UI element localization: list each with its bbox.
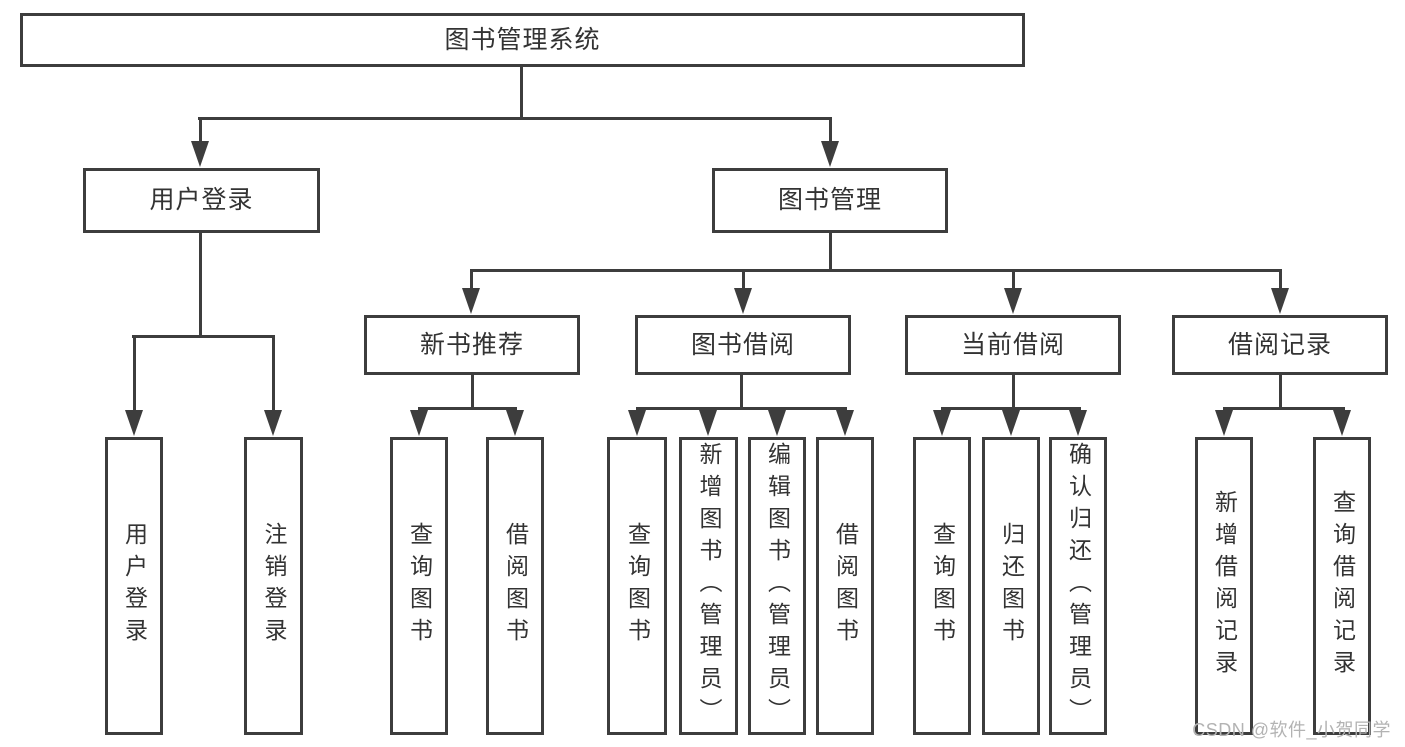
connector-line [1279, 375, 1282, 410]
connector-line [272, 336, 275, 412]
node-label: 借阅记录 [1227, 330, 1332, 359]
leaf-current-confirm-return-admin: 确认归还（管理员） [1049, 437, 1107, 735]
arrowhead-icon [821, 141, 839, 167]
leaf-newbook-borrow-books: 借阅图书 [486, 437, 544, 735]
leaf-borrow-query-books: 查询图书 [607, 437, 667, 735]
arrowhead-icon [1069, 410, 1087, 436]
arrowhead-icon [699, 410, 717, 436]
leaf-records-query-record: 查询借阅记录 [1313, 437, 1371, 735]
leaf-borrow-borrow-books: 借阅图书 [816, 437, 874, 735]
arrowhead-icon [1333, 410, 1351, 436]
node-book-borrow: 图书借阅 [635, 315, 851, 375]
arrowhead-icon [191, 141, 209, 167]
node-label: 借阅图书 [502, 522, 529, 650]
node-label: 新增图书（管理员） [696, 442, 722, 730]
connector-line [1279, 270, 1282, 292]
leaf-current-return-books: 归还图书 [982, 437, 1040, 735]
arrowhead-icon [1004, 288, 1022, 314]
connector-line [520, 67, 523, 120]
node-label: 确认归还（管理员） [1065, 442, 1092, 730]
connector-line [1012, 375, 1015, 410]
connector-line [470, 270, 473, 292]
node-label: 图书管理 [777, 186, 882, 214]
node-label: 当前借阅 [960, 330, 1065, 359]
node-label: 查询图书 [624, 522, 651, 650]
node-label: 查询图书 [406, 522, 433, 650]
node-label: 用户登录 [121, 522, 148, 650]
connector-line [1223, 407, 1345, 410]
connector-line [199, 233, 202, 338]
arrowhead-icon [506, 410, 524, 436]
arrowhead-icon [734, 288, 752, 314]
arrowhead-icon [264, 410, 282, 436]
arrowhead-icon [933, 410, 951, 436]
connector-line [1012, 270, 1015, 292]
watermark: CSDN @软件_小贺同学 [1192, 720, 1391, 740]
node-user-login: 用户登录 [83, 168, 320, 233]
node-current-borrow: 当前借阅 [905, 315, 1121, 375]
node-label: 新书推荐 [419, 330, 524, 359]
node-library-management-system: 图书管理系统 [20, 13, 1025, 67]
node-book-management: 图书管理 [712, 168, 948, 233]
connector-line [829, 233, 832, 272]
node-label: 借阅图书 [832, 522, 859, 650]
leaf-current-query-books: 查询图书 [913, 437, 971, 735]
arrowhead-icon [125, 410, 143, 436]
node-label: 图书借阅 [690, 330, 795, 359]
connector-line [470, 269, 1282, 272]
arrowhead-icon [462, 288, 480, 314]
node-label: 注销登录 [261, 522, 287, 650]
node-new-book-recommend: 新书推荐 [364, 315, 580, 375]
leaf-borrow-edit-books-admin: 编辑图书（管理员） [748, 437, 806, 735]
node-borrow-records: 借阅记录 [1172, 315, 1388, 375]
arrowhead-icon [1215, 410, 1233, 436]
arrowhead-icon [628, 410, 646, 436]
connector-line [418, 407, 517, 410]
connector-line [133, 336, 136, 412]
arrowhead-icon [1002, 410, 1020, 436]
arrowhead-icon [768, 410, 786, 436]
connector-line [740, 375, 743, 410]
node-label: 用户登录 [149, 186, 254, 214]
arrowhead-icon [1271, 288, 1289, 314]
connector-line [829, 118, 832, 144]
leaf-records-add-record: 新增借阅记录 [1195, 437, 1253, 735]
connector-line [198, 117, 832, 120]
connector-line [471, 375, 474, 410]
connector-line [636, 407, 847, 410]
leaf-borrow-add-books-admin: 新增图书（管理员） [679, 437, 738, 735]
node-label: 新增借阅记录 [1211, 490, 1238, 682]
leaf-newbook-query-books: 查询图书 [390, 437, 448, 735]
connector-line [132, 335, 275, 338]
node-label: 查询借阅记录 [1329, 490, 1356, 682]
arrowhead-icon [410, 410, 428, 436]
node-label: 图书管理系统 [444, 25, 601, 54]
node-label: 编辑图书（管理员） [764, 442, 791, 730]
connector-line [742, 270, 745, 292]
leaf-user-login: 用户登录 [105, 437, 163, 735]
connector-line [199, 118, 202, 144]
node-label: 查询图书 [929, 522, 956, 650]
arrowhead-icon [836, 410, 854, 436]
node-label: 归还图书 [998, 522, 1025, 650]
leaf-logout-login: 注销登录 [244, 437, 303, 735]
